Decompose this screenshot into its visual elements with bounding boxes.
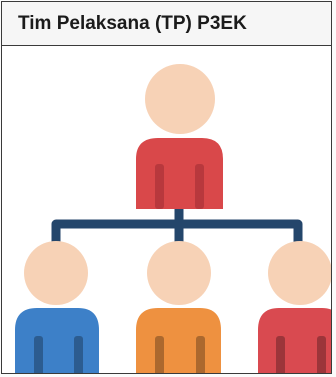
shirt-stripe-left	[155, 336, 164, 373]
person-icon	[136, 64, 223, 209]
person-icon	[258, 241, 331, 373]
person-shirt	[15, 308, 99, 373]
person-child-3	[258, 241, 331, 373]
org-chart-card: Tim Pelaksana (TP) P3EK	[1, 1, 332, 374]
shirt-stripe-right	[74, 336, 83, 373]
shirt-stripe-right	[196, 336, 205, 373]
person-icon	[15, 241, 99, 373]
title-bar: Tim Pelaksana (TP) P3EK	[2, 2, 331, 46]
shirt-stripe-left	[155, 164, 164, 209]
person-top	[136, 64, 223, 209]
person-icon	[136, 241, 221, 373]
person-child-2	[136, 241, 221, 373]
shirt-stripe-left	[276, 336, 285, 373]
shirt-stripe-right	[195, 164, 204, 209]
person-shirt	[136, 138, 223, 209]
page-title: Tim Pelaksana (TP) P3EK	[18, 13, 247, 34]
person-head	[24, 241, 88, 305]
shirt-stripe-left	[34, 336, 43, 373]
person-head	[145, 64, 215, 134]
person-head	[268, 241, 331, 305]
person-shirt	[136, 308, 221, 373]
person-child-1	[15, 241, 99, 373]
shirt-stripe-right	[317, 336, 326, 373]
person-head	[147, 241, 211, 305]
org-chart-diagram	[15, 64, 331, 373]
